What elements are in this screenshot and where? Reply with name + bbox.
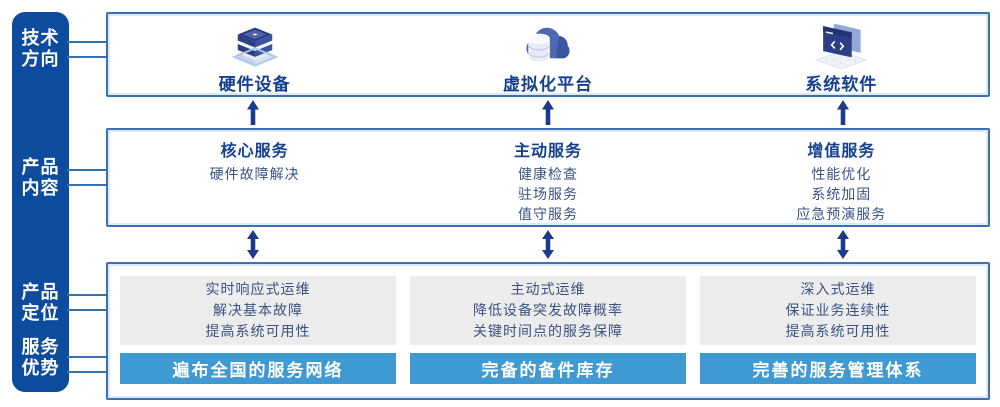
code-window-icon	[812, 19, 870, 69]
double-arrow-icon	[541, 230, 555, 264]
positioning-card: 主动式运维 降低设备突发故障概率 关键时间点的服务保障	[410, 276, 686, 345]
service-title: 主动服务	[513, 143, 582, 160]
service-column-active: 主动服务 健康检查 驻场服务 值守服务	[401, 130, 694, 225]
connector-line	[67, 184, 108, 186]
double-arrow-icon	[836, 230, 850, 264]
server-stack-icon	[226, 19, 284, 69]
service-item: 驻场服务	[517, 186, 578, 202]
positioning-line: 提高系统可用性	[785, 322, 891, 339]
positioning-card: 深入式运维 保证业务连续性 提高系统可用性	[700, 276, 976, 345]
service-column-value-added: 增值服务 性能优化 系统加固 应急预演服务	[695, 130, 988, 225]
tech-item-hardware: 硬件设备	[108, 14, 401, 95]
service-item: 系统加固	[811, 186, 872, 202]
service-title: 增值服务	[807, 143, 876, 160]
positioning-line: 提高系统可用性	[205, 322, 311, 339]
product-content-box: 核心服务 硬件故障解决 主动服务 健康检查 驻场服务 值守服务 增值服务 性能优…	[106, 128, 990, 227]
advantage-banner: 完备的备件库存	[410, 352, 686, 384]
up-arrow-icon	[246, 100, 260, 130]
connector-line	[67, 56, 108, 58]
positioning-column-indepth: 深入式运维 保证业务连续性 提高系统可用性 完善的服务管理体系	[700, 276, 976, 384]
positioning-column-proactive: 主动式运维 降低设备突发故障概率 关键时间点的服务保障 完备的备件库存	[410, 276, 686, 384]
connector-line	[67, 356, 108, 358]
sidebar-label-service-advantage: 服务 优势	[21, 337, 60, 378]
service-column-core: 核心服务 硬件故障解决	[108, 130, 401, 225]
sidebar-label-product-content: 产品 内容	[21, 157, 60, 198]
cloud-database-icon	[519, 19, 577, 69]
tech-item-software: 系统软件	[695, 14, 988, 95]
sidebar-label-product-positioning: 产品 定位	[21, 282, 60, 323]
up-arrow-icon	[836, 100, 850, 130]
service-item: 健康检查	[517, 166, 578, 182]
positioning-line: 降低设备突发故障概率	[473, 301, 623, 318]
service-item: 值守服务	[517, 206, 578, 222]
service-item: 应急预演服务	[796, 206, 887, 222]
sidebar-label-tech-direction: 技术 方向	[21, 28, 60, 69]
positioning-line: 实时响应式运维	[205, 280, 311, 297]
connector-line	[67, 169, 108, 171]
up-arrow-icon	[541, 100, 555, 130]
connector-line	[67, 294, 108, 296]
positioning-line: 保证业务连续性	[785, 301, 891, 318]
double-arrow-icon	[246, 230, 260, 264]
service-title: 核心服务	[220, 143, 289, 160]
tech-item-virtualization: 虚拟化平台	[401, 14, 694, 95]
positioning-advantage-box: 实时响应式运维 解决基本故障 提高系统可用性 遍布全国的服务网络 主动式运维 降…	[106, 262, 990, 400]
connector-line	[67, 41, 108, 43]
advantage-banner: 遍布全国的服务网络	[120, 352, 396, 384]
positioning-line: 关键时间点的服务保障	[473, 322, 623, 339]
positioning-line: 解决基本故障	[213, 301, 303, 318]
positioning-column-realtime: 实时响应式运维 解决基本故障 提高系统可用性 遍布全国的服务网络	[120, 276, 396, 384]
service-item: 性能优化	[811, 166, 872, 182]
connector-line	[67, 371, 108, 373]
advantage-banner: 完善的服务管理体系	[700, 352, 976, 384]
tech-label-hardware: 硬件设备	[218, 74, 291, 94]
tech-direction-box: 硬件设备 虚拟化平台	[106, 12, 990, 97]
positioning-line: 深入式运维	[800, 280, 876, 297]
positioning-card: 实时响应式运维 解决基本故障 提高系统可用性	[120, 276, 396, 345]
positioning-line: 主动式运维	[510, 280, 586, 297]
tech-label-virtualization: 虚拟化平台	[502, 74, 593, 94]
connector-line	[67, 309, 108, 311]
service-item: 硬件故障解决	[209, 166, 300, 182]
sidebar: 技术 方向 产品 内容 产品 定位 服务 优势	[12, 12, 69, 392]
tech-label-software: 系统软件	[805, 74, 878, 94]
